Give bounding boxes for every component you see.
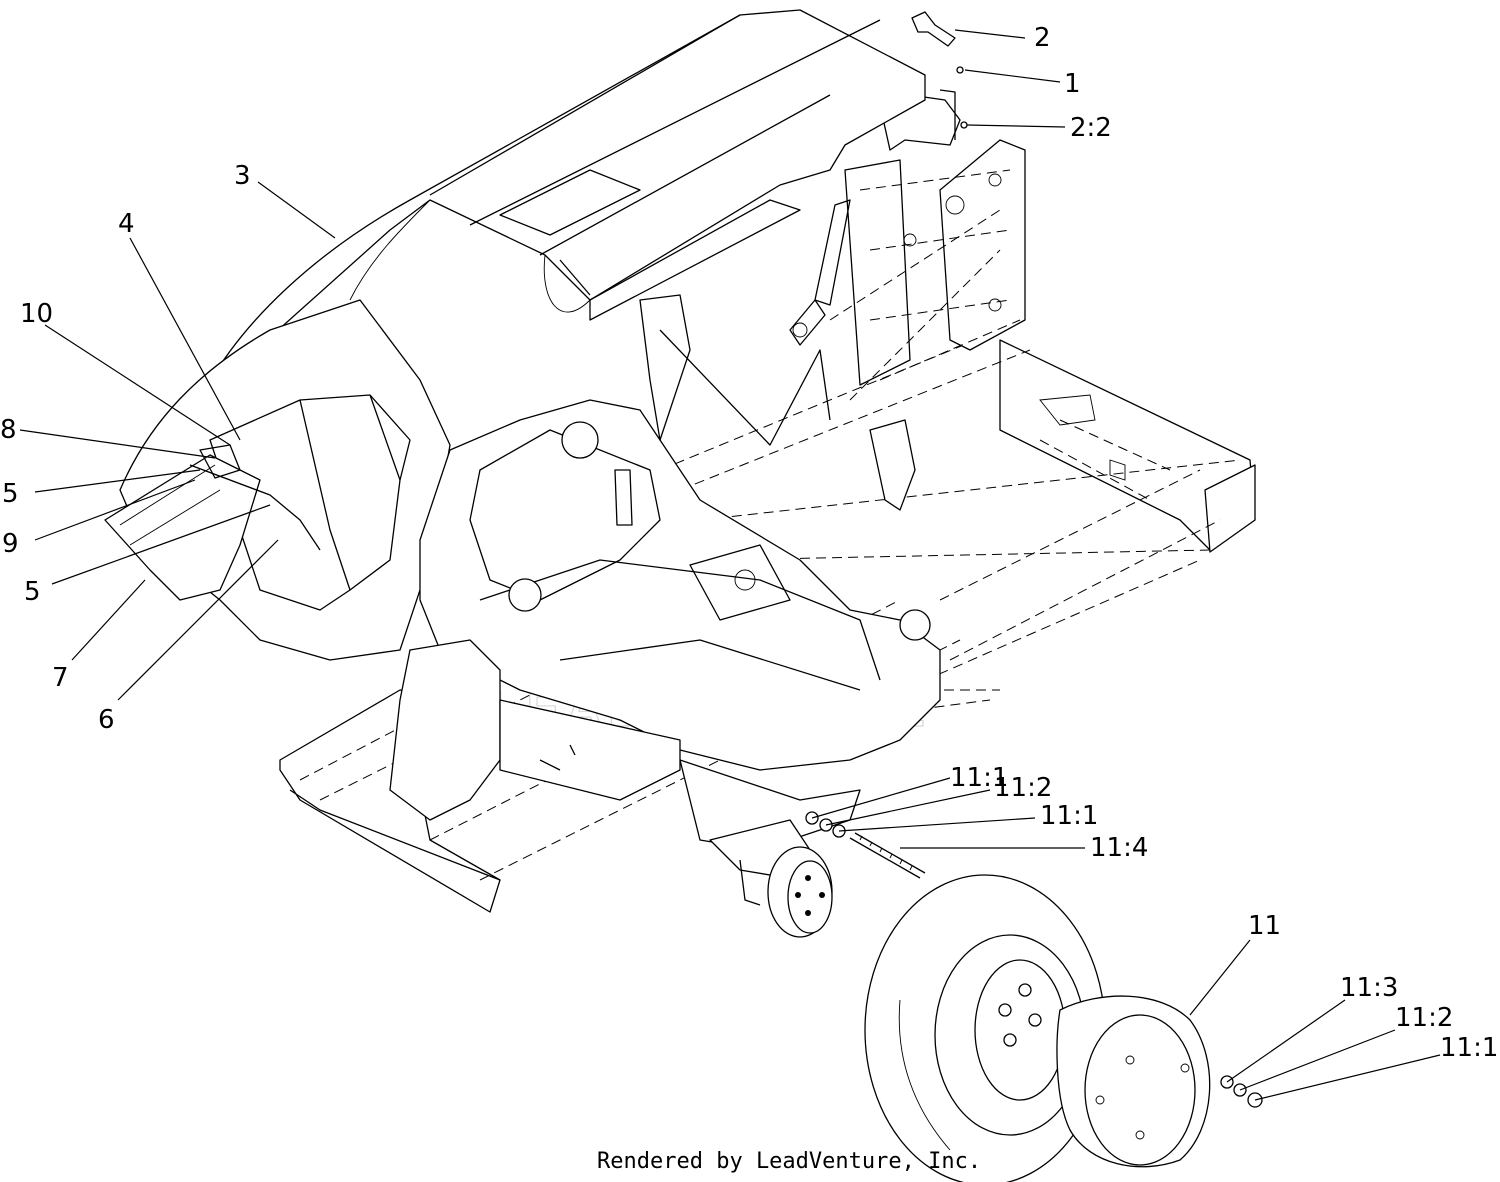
callout-11-1-c: 11:1 [1440, 1033, 1498, 1063]
callout-2-top: 2 [1034, 23, 1051, 53]
leader-lines [19, 29, 1441, 1101]
top-hardware [911, 11, 968, 129]
callout-3: 3 [234, 161, 251, 191]
side-panel [104, 299, 451, 661]
callout-8: 8 [0, 415, 17, 445]
footer-credit: Rendered by LeadVenture, Inc. [597, 1149, 981, 1174]
callout-10: 10 [20, 299, 53, 329]
callout-4: 4 [118, 209, 135, 239]
callout-5-b: 5 [24, 577, 41, 607]
hood-assembly [199, 9, 926, 401]
callout-2-2: 2:2 [1070, 113, 1112, 143]
axle-assembly [709, 811, 926, 938]
callout-5-a: 5 [2, 479, 19, 509]
callout-11-3: 11:3 [1340, 973, 1398, 1003]
callout-11-1-a: 11:1 [950, 763, 1008, 793]
callout-11-1-b: 11:1 [1040, 801, 1098, 831]
callout-6: 6 [98, 705, 115, 735]
callout-9: 9 [2, 529, 19, 559]
callout-11: 11 [1248, 911, 1281, 941]
rear-wheel [864, 874, 1263, 1182]
callout-7: 7 [52, 663, 69, 693]
callout-11-4: 11:4 [1090, 833, 1148, 863]
front-shroud [389, 639, 861, 851]
callout-1: 1 [1064, 69, 1081, 99]
callout-11-2-a: 11:2 [994, 773, 1052, 803]
rops-frame [789, 89, 1026, 401]
callout-labels: 2 1 2:2 3 4 10 8 5 9 5 7 6 11:1 11:2 11:… [0, 23, 1498, 1063]
callout-11-2-b: 11:2 [1395, 1003, 1453, 1033]
operator-platform [419, 294, 941, 771]
